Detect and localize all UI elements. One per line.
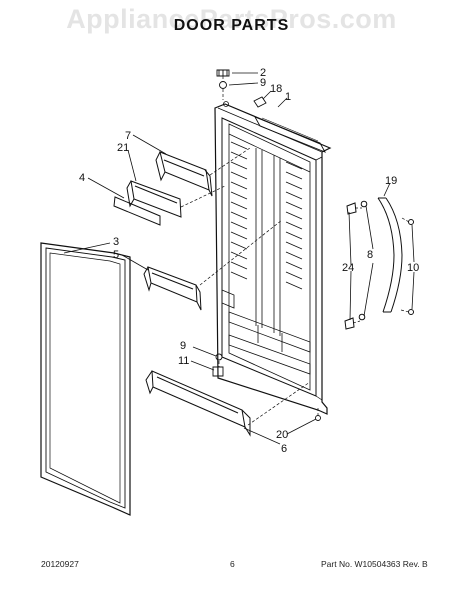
- callout-18: 18: [270, 83, 282, 95]
- page-title: DOOR PARTS: [173, 17, 290, 34]
- top-hinge-hardware: [216, 69, 267, 108]
- footer-part-number: Part No. W10504363 Rev. B: [321, 559, 428, 569]
- middle-bin: [143, 266, 202, 311]
- callout-24: 24: [342, 262, 354, 274]
- callout-numbers: 2 9 18 1 7 21 4 3 5 19 8 24 10 9 11 20 6: [79, 67, 419, 455]
- callout-7: 7: [125, 130, 131, 142]
- callout-1: 1: [285, 91, 291, 103]
- door-rail: [113, 196, 161, 226]
- callout-21: 21: [117, 142, 129, 154]
- bottom-hinge-hardware: [212, 353, 321, 421]
- liner-shelf-tabs: [230, 141, 303, 290]
- footer-page-number: 6: [230, 559, 235, 569]
- lower-bin: [145, 370, 251, 437]
- callout-3: 3: [113, 236, 119, 248]
- footer-date: 20120927: [41, 559, 79, 569]
- callout-5: 5: [113, 249, 119, 261]
- door-handle: [344, 197, 414, 330]
- callout-20: 20: [276, 429, 288, 441]
- callout-9-bottom: 9: [180, 340, 186, 352]
- callout-19: 19: [385, 175, 397, 187]
- callout-11: 11: [178, 355, 189, 367]
- door-gasket: [40, 242, 131, 516]
- upper-bins: [126, 151, 213, 218]
- callout-2: 2: [260, 67, 266, 79]
- callout-9-top: 9: [260, 77, 266, 89]
- callout-6: 6: [281, 443, 287, 455]
- watermark: AppliancePartsPros.com: [66, 4, 397, 34]
- leader-lines: [63, 72, 415, 445]
- callout-8: 8: [367, 249, 373, 261]
- door-liner: [214, 101, 332, 415]
- assembly-lines: [180, 76, 410, 426]
- callout-4: 4: [79, 172, 85, 184]
- callout-10: 10: [407, 262, 419, 274]
